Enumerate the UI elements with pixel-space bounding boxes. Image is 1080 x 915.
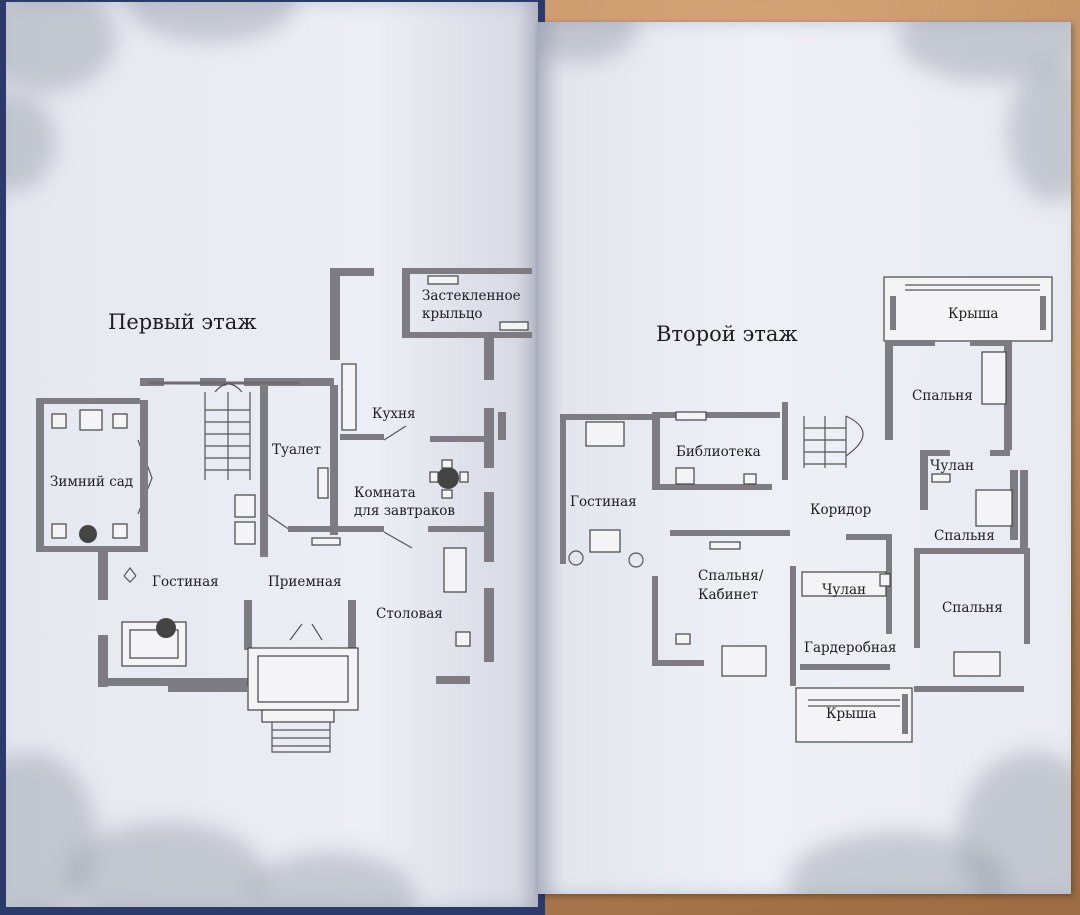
room-label-wardrobe: Гардеробная <box>804 640 897 656</box>
room-label-toilet: Туалет <box>272 442 322 458</box>
room-label-living-room: Гостиная <box>152 574 219 590</box>
room-label-breakfast-2: для завтраков <box>354 503 456 519</box>
room-label-glazed-porch-1: Застекленное <box>422 288 521 304</box>
room-label-breakfast-1: Комната <box>354 485 416 501</box>
room-label-glazed-porch-2: крыльцо <box>422 306 483 322</box>
room-label-bedroom-1: Спальня <box>912 388 973 404</box>
winter-garden-area <box>36 398 153 552</box>
room-label-reception: Приемная <box>268 574 342 590</box>
stairs-first-floor <box>204 383 251 480</box>
room-label-roof-bottom: Крыша <box>826 706 877 722</box>
living-room-sofa-first <box>121 567 187 667</box>
room-label-winter-garden: Зимний сад <box>50 474 134 490</box>
room-label-dining-room: Столовая <box>376 606 443 622</box>
stairs-second-floor <box>782 402 864 480</box>
room-label-living-room-2: Гостиная <box>570 494 637 510</box>
room-label-bedroom-3: Спальня <box>942 600 1003 616</box>
left-page <box>6 2 538 907</box>
second-floor-title: Второй этаж <box>656 322 798 346</box>
breakfast-table <box>429 459 469 499</box>
room-label-bedroom-study-2: Кабинет <box>698 587 759 603</box>
room-label-bedroom-2: Спальня <box>934 528 995 544</box>
first-floor-title: Первый этаж <box>108 310 257 334</box>
room-label-closet-2: Чулан <box>822 582 867 598</box>
room-label-library: Библиотека <box>676 444 761 460</box>
room-label-bedroom-study-1: Спальня/ <box>698 568 764 584</box>
room-label-roof-top: Крыша <box>948 306 999 322</box>
first-floor-plan <box>36 268 532 753</box>
second-floor-plan <box>560 276 1053 743</box>
room-label-closet-1: Чулан <box>930 458 975 474</box>
room-label-kitchen: Кухня <box>372 406 416 422</box>
room-label-corridor: Коридор <box>810 502 872 518</box>
